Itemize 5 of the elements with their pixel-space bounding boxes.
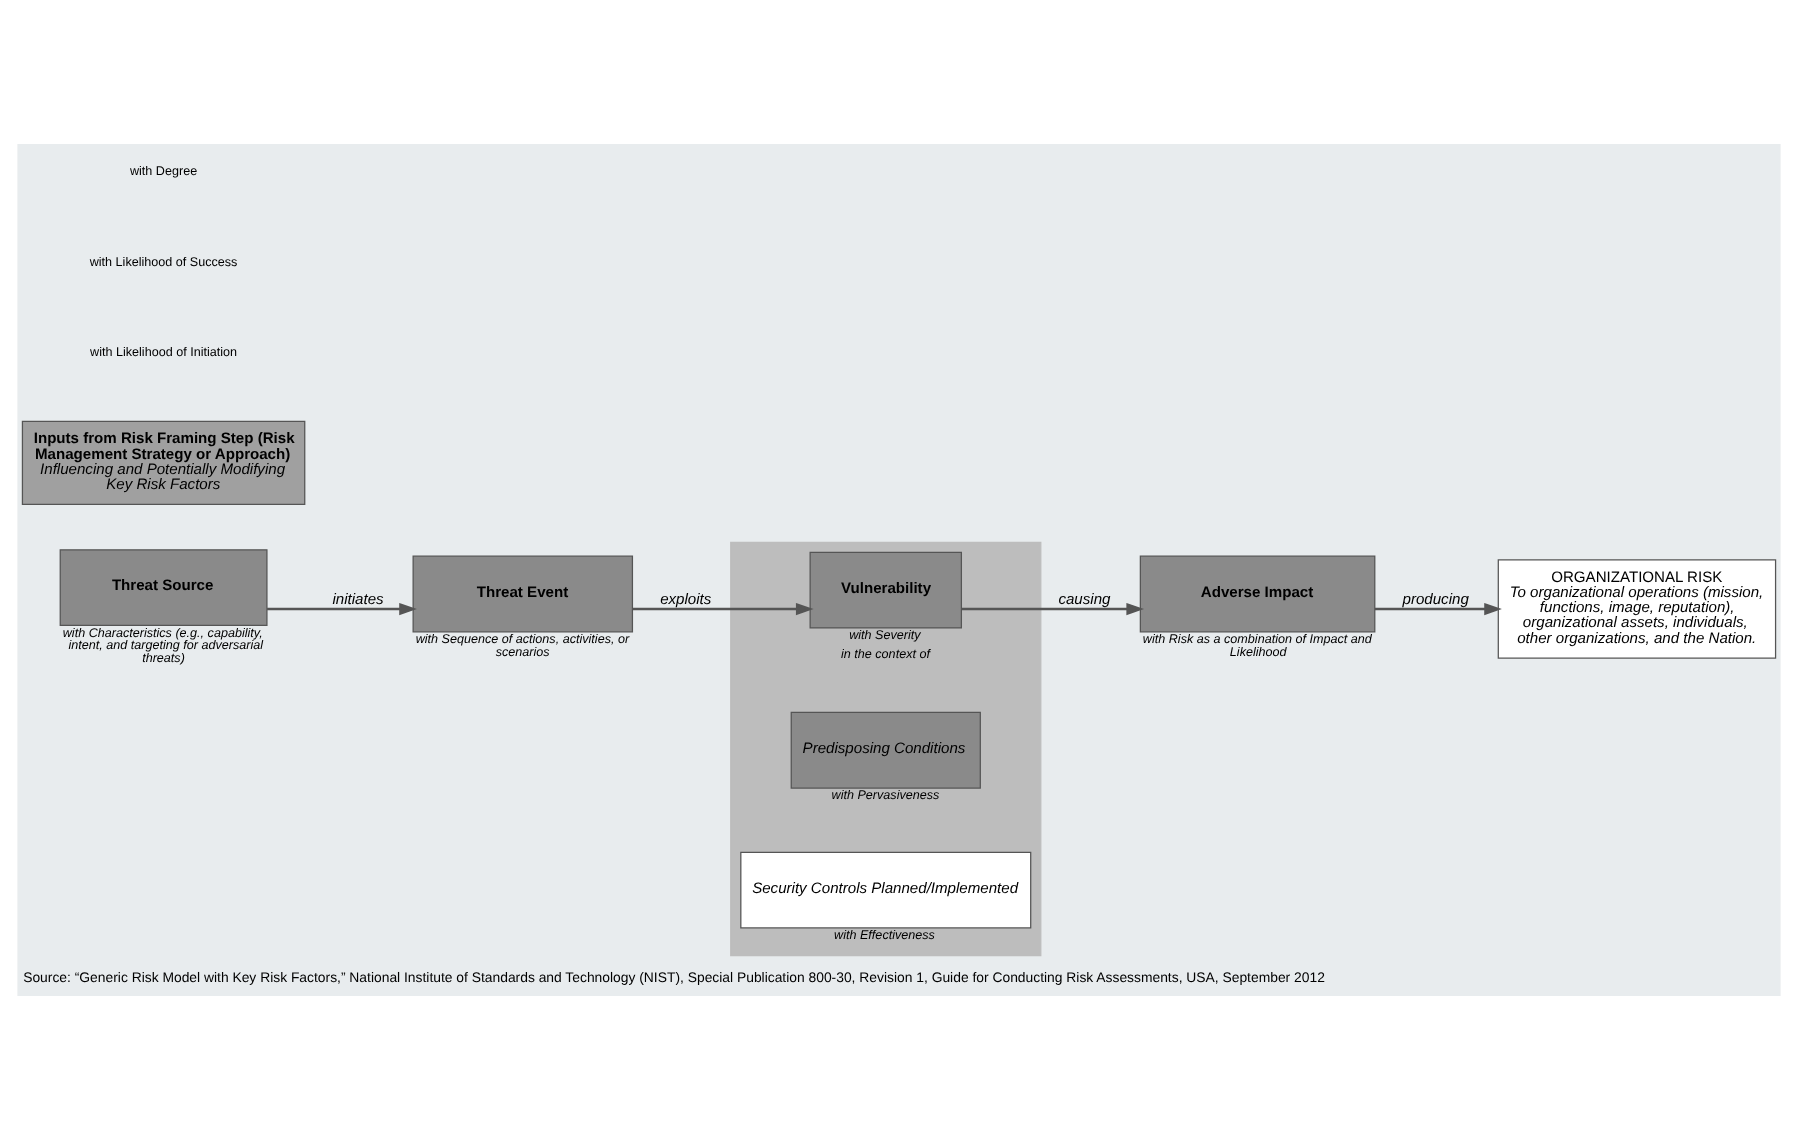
arrow [1374, 601, 1502, 615]
arrow [632, 601, 814, 615]
cluster [730, 540, 1042, 956]
arrow [267, 601, 417, 615]
arrow [961, 601, 1145, 615]
